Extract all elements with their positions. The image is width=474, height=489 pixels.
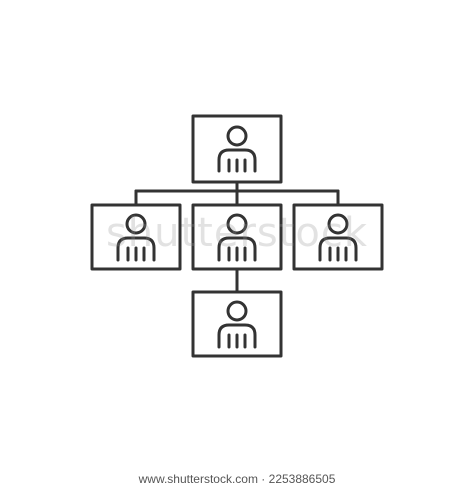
org-node-bottom (191, 290, 283, 358)
person-icon (217, 125, 257, 173)
org-node-middle-left (90, 203, 182, 271)
org-node-middle-center (191, 203, 283, 271)
person-icon (217, 213, 257, 262)
footer-bar (0, 466, 474, 489)
org-node-top (191, 114, 283, 184)
person-icon (116, 213, 156, 262)
connector-lines (134, 180, 340, 294)
node-frame (191, 114, 283, 184)
image-id-caption: www.shutterstock.com · 2253886505 (138, 472, 336, 486)
node-frame (191, 203, 283, 271)
person-icon (318, 213, 358, 262)
node-frame (90, 203, 182, 271)
node-frame (191, 290, 283, 358)
org-node-middle-right (292, 203, 384, 271)
node-frame (292, 203, 384, 271)
person-icon (217, 300, 257, 349)
